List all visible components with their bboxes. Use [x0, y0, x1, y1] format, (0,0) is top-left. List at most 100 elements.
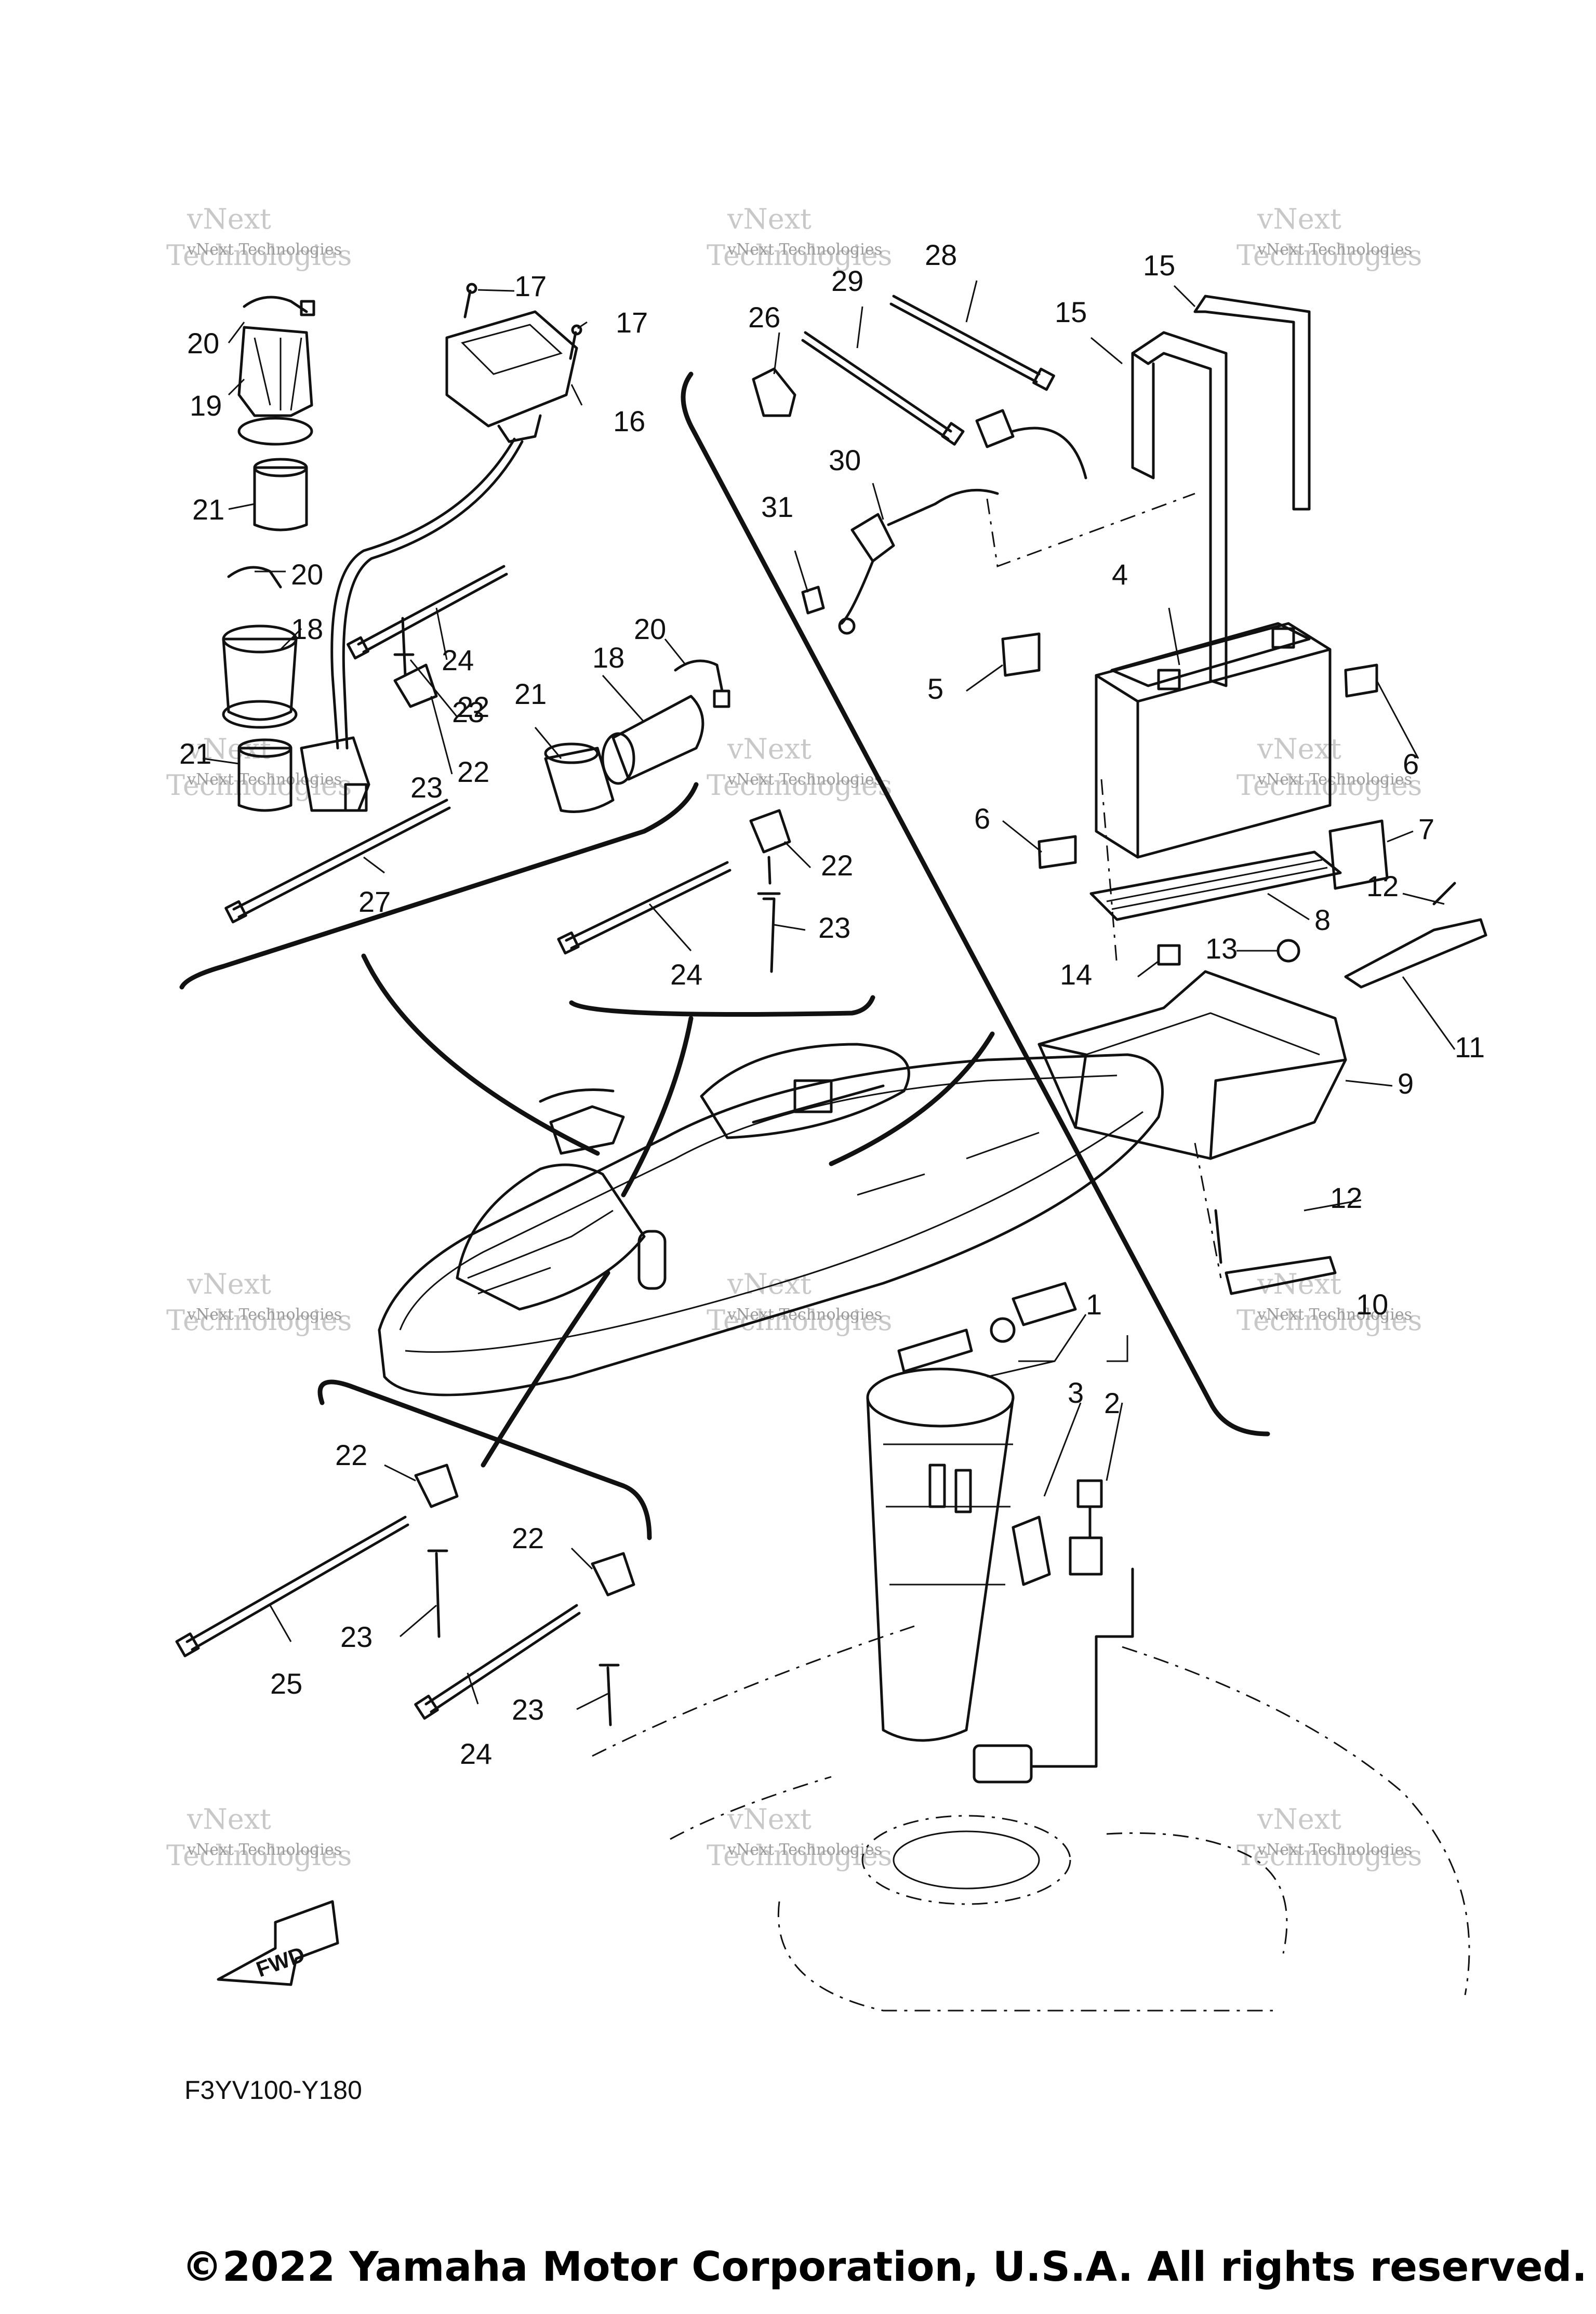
svg-text:vNext Technologies: vNext Technologies — [187, 1841, 342, 1859]
svg-text:vNext: vNext — [727, 733, 812, 765]
lower-left-bracket — [317, 1379, 652, 1540]
callout-5: 5 — [927, 672, 943, 705]
svg-text:vNext: vNext — [1257, 1268, 1341, 1300]
svg-text:vNext Technologies: vNext Technologies — [727, 1841, 882, 1859]
svg-text:Technologies: Technologies — [707, 1839, 892, 1872]
svg-text:Technologies: Technologies — [707, 239, 892, 272]
leader-upper — [361, 953, 600, 1156]
callout-7: 7 — [1418, 813, 1434, 845]
battery-group — [1001, 295, 1487, 1295]
callout-24c: 24 — [460, 1737, 492, 1770]
callout-22a: 22 — [457, 755, 489, 788]
callout-22e: 22 — [457, 690, 489, 723]
callout-22c: 22 — [335, 1439, 367, 1471]
svg-text:vNext: vNext — [727, 1803, 812, 1836]
svg-text:vNext: vNext — [187, 1268, 271, 1300]
callout-14: 14 — [1060, 958, 1092, 991]
watercraft — [378, 1043, 1164, 1397]
callout-22b: 22 — [821, 849, 853, 882]
watermark: vNext Technologies vNext Technologies — [707, 1803, 892, 1872]
svg-text:vNext: vNext — [1257, 1803, 1341, 1836]
callout-20b: 20 — [291, 558, 323, 591]
svg-text:vNext Technologies: vNext Technologies — [187, 770, 342, 789]
svg-text:vNext Technologies: vNext Technologies — [187, 1306, 342, 1324]
leader-right — [829, 1031, 995, 1166]
svg-text:vNext Technologies: vNext Technologies — [1257, 241, 1412, 259]
callout-20a: 20 — [187, 327, 219, 360]
fuse-box-group — [222, 283, 730, 924]
svg-text:Technologies: Technologies — [166, 1304, 352, 1337]
callout-4: 4 — [1112, 558, 1128, 591]
svg-text:vNext Technologies: vNext Technologies — [1257, 1306, 1412, 1324]
callout-20c: 20 — [634, 613, 666, 645]
callout-18b: 18 — [592, 641, 624, 674]
callout-23a: 23 — [818, 911, 850, 944]
upper-left-bracket — [179, 782, 699, 990]
callout-8: 8 — [1314, 903, 1331, 936]
callout-11: 11 — [1455, 1031, 1485, 1063]
watermark: vNext Technologies vNext Technologies — [707, 733, 892, 802]
svg-text:vNext: vNext — [727, 203, 812, 235]
svg-text:vNext Technologies: vNext Technologies — [727, 770, 882, 789]
callout-22d: 22 — [512, 1522, 544, 1554]
callout-9: 9 — [1398, 1067, 1414, 1100]
callout-28: 28 — [925, 238, 957, 271]
copyright: ©2022 Yamaha Motor Corporation, U.S.A. A… — [182, 2244, 1587, 2291]
callout-29: 29 — [831, 264, 863, 297]
watermarks: vNext Technologies vNext Technologies vN… — [166, 203, 1422, 1872]
callout-24a: 24 — [442, 644, 474, 676]
callout-23c: 23 — [340, 1620, 373, 1653]
callout-13: 13 — [1205, 932, 1238, 965]
svg-text:Technologies: Technologies — [166, 769, 352, 802]
svg-text:vNext Technologies: vNext Technologies — [1257, 1841, 1412, 1859]
svg-text:Technologies: Technologies — [707, 769, 892, 802]
callout-21b: 21 — [179, 737, 211, 770]
callout-15b: 15 — [1055, 296, 1087, 328]
svg-text:vNext Technologies: vNext Technologies — [727, 1306, 882, 1324]
watermark: vNext Technologies vNext Technologies — [166, 203, 352, 272]
callout-17b: 17 — [616, 306, 648, 339]
callout-6a: 6 — [1403, 748, 1419, 780]
svg-text:vNext Technologies: vNext Technologies — [727, 241, 882, 259]
callout-26: 26 — [748, 301, 780, 334]
callouts: 1 2 3 4 5 6 6 7 8 9 10 11 12 12 13 14 15… — [179, 238, 1485, 1770]
callout-12b: 12 — [1330, 1181, 1362, 1214]
watermark: vNext Technologies vNext Technologies — [1236, 1268, 1422, 1337]
callout-3: 3 — [1068, 1376, 1084, 1409]
lower-fastener-group — [175, 1464, 635, 1726]
watermark: vNext Technologies vNext Technologies — [166, 1268, 352, 1337]
svg-text:Technologies: Technologies — [1236, 239, 1422, 272]
svg-text:Technologies: Technologies — [166, 239, 352, 272]
svg-text:vNext Technologies: vNext Technologies — [187, 241, 342, 259]
fwd-label: FWD — [253, 1941, 308, 1981]
callout-18a: 18 — [291, 613, 323, 645]
svg-text:Technologies: Technologies — [166, 1839, 352, 1872]
svg-text:Technologies: Technologies — [1236, 1304, 1422, 1337]
watermark: vNext Technologies vNext Technologies — [1236, 203, 1422, 272]
callout-23e: 23 — [410, 771, 443, 804]
fwd-arrow: FWD — [217, 1900, 339, 1986]
callout-23b: 23 — [452, 696, 484, 728]
svg-text:vNext: vNext — [187, 1803, 271, 1836]
callout-21c: 21 — [514, 677, 547, 710]
callout-21a: 21 — [192, 493, 224, 526]
battery-divider — [681, 371, 1270, 1437]
callout-15a: 15 — [1143, 249, 1175, 282]
group-brackets — [179, 371, 1270, 1540]
svg-text:vNext Technologies: vNext Technologies — [1257, 770, 1412, 789]
watermark: vNext Technologies vNext Technologies — [1236, 1803, 1422, 1872]
center-bracket — [569, 995, 875, 1017]
callout-17a: 17 — [514, 270, 547, 302]
callout-leaders — [202, 280, 1456, 1710]
watermark: vNext Technologies vNext Technologies — [166, 1803, 352, 1872]
leader-center — [621, 1016, 694, 1198]
callout-24b: 24 — [670, 958, 702, 991]
center-fastener-group — [557, 809, 791, 973]
callout-2: 2 — [1104, 1387, 1120, 1419]
figure-code: F3YV100-Y180 — [184, 2076, 362, 2105]
leader-lower — [481, 1270, 610, 1468]
callout-1: 1 — [1086, 1288, 1102, 1321]
callout-25: 25 — [270, 1667, 302, 1700]
callout-12a: 12 — [1366, 870, 1399, 902]
